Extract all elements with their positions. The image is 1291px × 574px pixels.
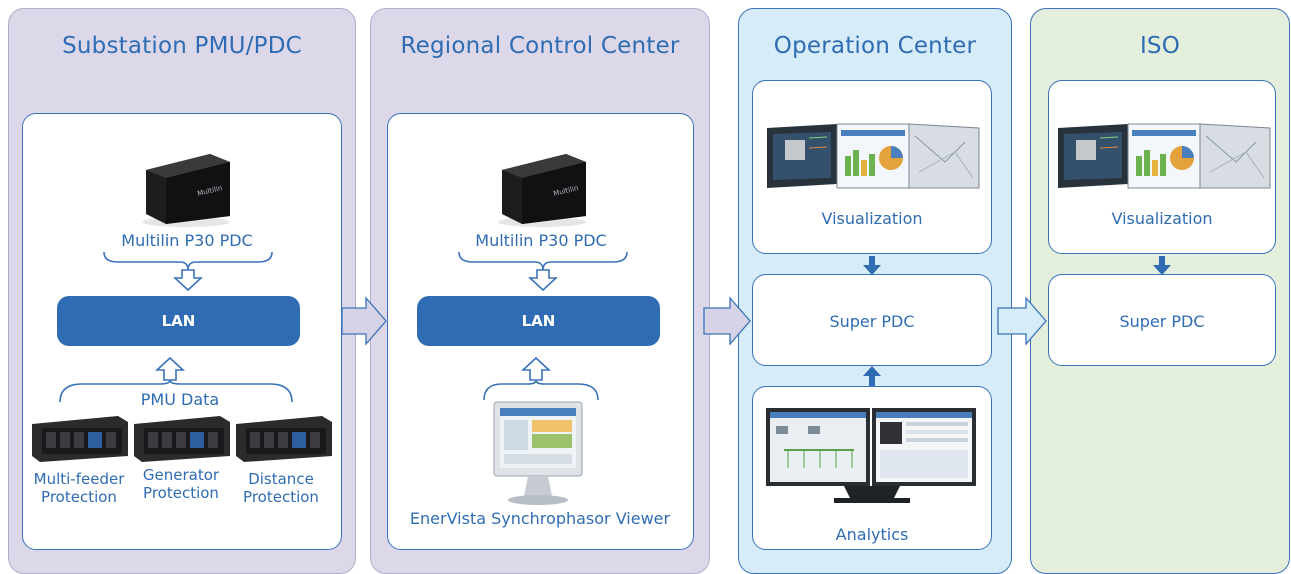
up-arrow-icon <box>863 366 881 386</box>
visualization-screens-icon <box>767 123 980 189</box>
relay-device-icon <box>134 416 230 462</box>
regional-pdc-label: Multilin P30 PDC <box>475 231 607 250</box>
operation-super-pdc-box <box>752 274 992 366</box>
regional-pdc-bracket-arrow <box>458 251 628 292</box>
down-arrow-icon <box>1153 256 1171 275</box>
flow-arrow-icon <box>703 296 751 346</box>
operation-visualization-label: Visualization <box>821 209 923 228</box>
substation-title: Substation PMU/PDC <box>62 33 302 59</box>
device-label-generator: Generator Protection <box>142 466 220 502</box>
substation-pdc-label: Multilin P30 PDC <box>121 231 253 250</box>
pdc-device-icon: Multilin <box>142 154 230 227</box>
relay-device-icon <box>32 416 128 462</box>
visualization-screens-icon <box>1058 123 1271 189</box>
iso-title: ISO <box>1139 33 1181 59</box>
down-arrow-icon <box>863 256 881 275</box>
viewer-bracket-arrow <box>483 356 599 401</box>
pdc-bracket-arrow <box>103 251 273 292</box>
regional-pdc-device-image: Multilin <box>496 148 588 228</box>
device-label-distance: Distance Protection <box>243 470 319 506</box>
pmu-bracket-arrow <box>59 356 293 403</box>
regional-lan: LAN <box>417 296 660 346</box>
pmu-data-label: PMU Data <box>140 390 220 409</box>
regional-title: Regional Control Center <box>400 33 680 59</box>
operation-analytics-label: Analytics <box>835 525 909 544</box>
analytics-monitors-icon <box>766 408 976 503</box>
operation-super-pdc-label: Super PDC <box>829 312 915 331</box>
substation-lan: LAN <box>57 296 300 346</box>
iso-super-pdc-label: Super PDC <box>1119 312 1205 331</box>
iso-visualization-label: Visualization <box>1111 209 1213 228</box>
flow-arrow-icon <box>341 296 387 346</box>
flow-arrow-icon <box>997 296 1047 346</box>
monitor-icon <box>493 401 583 505</box>
pdc-device-icon: Multilin <box>498 154 586 227</box>
pdc-device-image: Multilin <box>140 148 232 228</box>
device-label-multifeeder: Multi-feeder Protection <box>33 470 125 506</box>
relay-device-icon <box>236 416 332 462</box>
operation-title: Operation Center <box>773 33 977 59</box>
iso-super-pdc-box <box>1048 274 1276 366</box>
viewer-label: EnerVista Synchrophasor Viewer <box>409 509 671 528</box>
